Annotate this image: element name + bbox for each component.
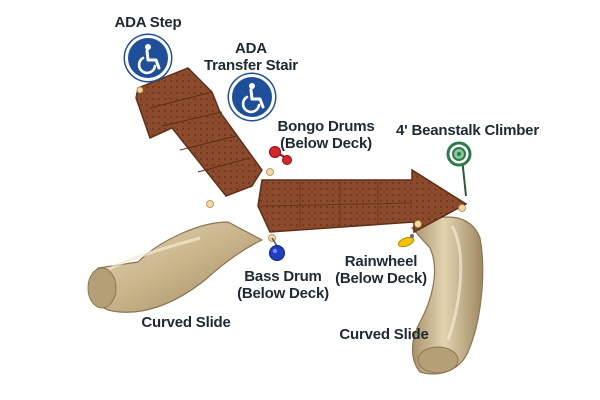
label-rainwheel-line1: Rainwheel [344, 253, 418, 270]
ada-transfer-stair-accessibility-icon [229, 74, 275, 120]
label-beanstalk-climber: 4' Beanstalk Climber [396, 122, 539, 139]
bongo-drums-icon [269, 146, 292, 165]
label-bass-drum-line1: Bass Drum [244, 268, 322, 285]
ada-step-accessibility-icon [125, 35, 171, 81]
label-ada-step: ADA Step [114, 14, 182, 31]
label-ada-transfer-stair-line1: ADA [235, 40, 267, 57]
label-bass-drum-line2: (Below Deck) [237, 285, 329, 302]
label-ada-transfer-stair-line2: Transfer Stair [204, 57, 298, 74]
curved-slide-left [87, 221, 264, 313]
curved-slide-right [411, 216, 484, 375]
label-curved-slide-left: Curved Slide [141, 314, 231, 331]
label-rainwheel-line2: (Below Deck) [335, 270, 427, 287]
label-ada-transfer-stair: ADA Transfer Stair [196, 40, 306, 74]
label-rainwheel: Rainwheel (Below Deck) [334, 253, 428, 287]
label-bass-drum: Bass Drum (Below Deck) [236, 268, 330, 302]
rainwheel-icon [397, 234, 415, 248]
main-deck-walkway [257, 168, 468, 234]
label-bongo-drums-line2: (Below Deck) [280, 135, 372, 152]
label-bongo-drums: Bongo Drums (Below Deck) [274, 118, 378, 152]
beanstalk-climber-icon [446, 141, 472, 197]
label-curved-slide-right: Curved Slide [339, 326, 429, 343]
bass-drum-icon [269, 237, 285, 261]
ada-transfer-stair [135, 67, 263, 197]
label-bongo-drums-line1: Bongo Drums [277, 118, 375, 135]
